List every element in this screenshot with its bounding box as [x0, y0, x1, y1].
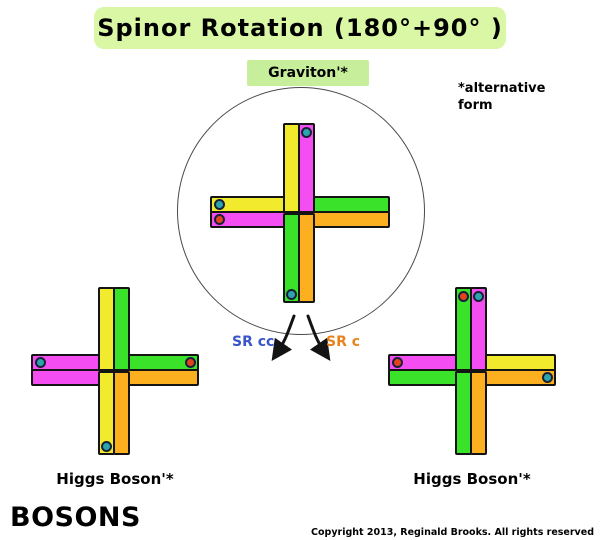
note-line1: *alternative: [458, 81, 546, 96]
top-arm-strip: [298, 123, 315, 213]
graviton-label-box: Graviton'*: [247, 60, 369, 86]
copyright-text: Copyright 2013, Reginald Brooks. All rig…: [311, 527, 594, 538]
left-arm-dot: [213, 199, 225, 210]
bosons-heading: BOSONS: [10, 502, 141, 533]
bottom-arm-strip: [298, 213, 315, 303]
sr-cc-arrow: [271, 314, 296, 361]
right-arm-dot: [184, 357, 196, 368]
left-arm-dot: [34, 357, 46, 368]
graviton-label: Graviton'*: [268, 65, 348, 81]
graviton-cross: [210, 123, 390, 303]
bottom-arm-dot: [286, 288, 297, 300]
rotation-arrows: [271, 314, 331, 361]
left-arm-dot: [391, 357, 403, 368]
sr-c-label: SR c: [326, 334, 361, 350]
title-banner: Spinor Rotation (180°+90° ): [94, 7, 506, 49]
top-arm-dot: [458, 290, 469, 302]
left-arm-dot: [213, 214, 225, 225]
higgs-left-label: Higgs Boson'*: [56, 470, 174, 488]
top-arm-dot: [301, 126, 312, 138]
graviton-circle: [177, 87, 425, 335]
alternative-form-note: *alternative form: [458, 80, 545, 114]
sr-cc-label: SR cc: [232, 334, 275, 350]
right-arm-dot: [541, 372, 553, 383]
page-title: Spinor Rotation (180°+90° ): [97, 14, 503, 42]
bottom-arm-strip: [113, 371, 130, 455]
sr-c-arrow: [306, 314, 331, 361]
top-arm-dot: [473, 290, 484, 302]
top-arm-strip: [470, 287, 487, 371]
higgs-right-label: Higgs Boson'*: [413, 470, 531, 488]
bottom-arm-strip: [470, 371, 487, 455]
higgs-right-cross: [388, 287, 556, 455]
note-line2: form: [458, 98, 493, 113]
higgs-left-cross: [31, 287, 199, 455]
bottom-arm-dot: [101, 440, 112, 452]
top-arm-strip: [113, 287, 130, 371]
